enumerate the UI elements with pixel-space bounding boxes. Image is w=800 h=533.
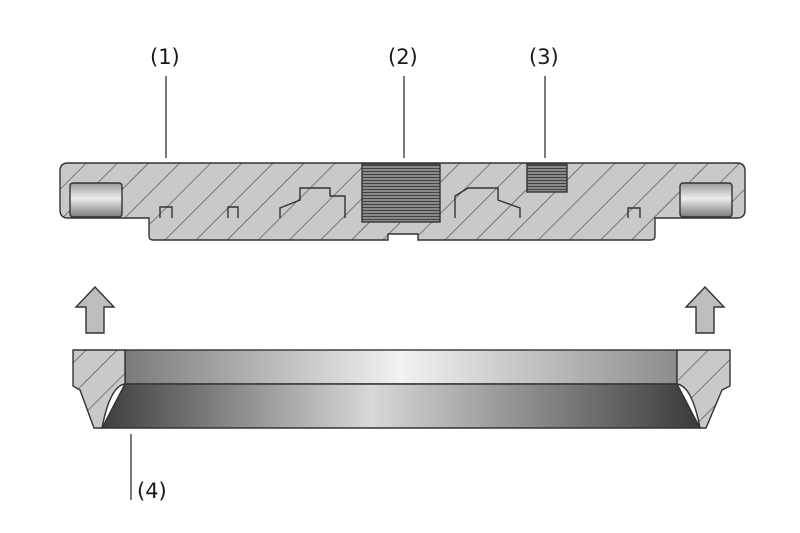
right-magnet-insert — [679, 182, 733, 218]
callout-label-1: (1) — [150, 45, 180, 69]
callout-label-2: (2) — [388, 45, 418, 69]
left-magnet-insert — [69, 182, 123, 218]
threaded-bore-large — [361, 163, 441, 223]
callout-label-3: (3) — [529, 45, 559, 69]
threaded-bore-small — [526, 163, 568, 193]
up-arrow-icon — [74, 285, 116, 334]
lower-seal-ring — [72, 349, 731, 429]
up-arrow-icon — [684, 285, 726, 334]
callout-label-4: (4) — [137, 479, 167, 503]
